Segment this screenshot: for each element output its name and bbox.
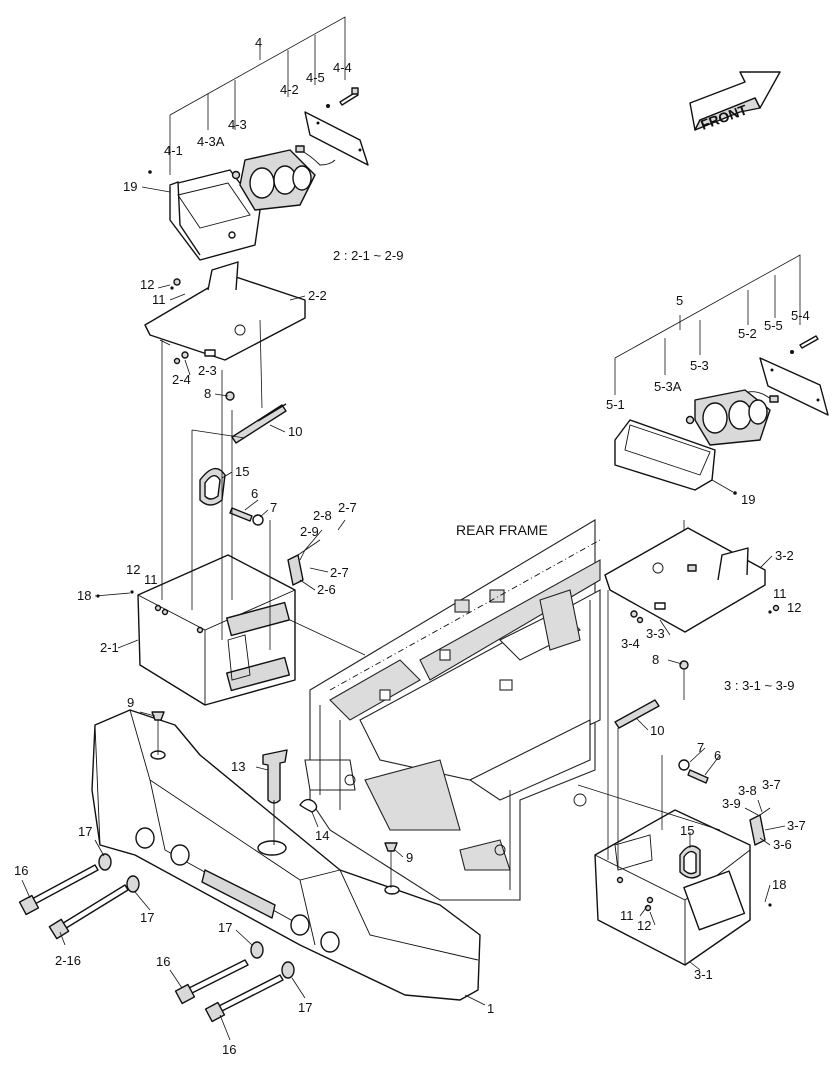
label-9-b: 9 [406,850,413,865]
label-5-2: 5-2 [738,326,757,341]
label-4-5: 4-5 [306,70,325,85]
label-2-3: 2-3 [198,363,217,378]
label-10: 10 [288,424,302,439]
front-arrow-icon: FRONT [689,71,781,133]
bracket-right-top [604,527,780,670]
label-7-b: 7 [697,740,704,755]
battery-box-right [594,807,772,966]
label-7: 7 [270,500,277,515]
label-12-b: 12 [126,562,140,577]
label-12: 12 [140,277,154,292]
label-18: 18 [77,588,91,603]
label-4-1: 4-1 [164,143,183,158]
bolts-16 [18,864,284,1023]
label-4: 4 [255,35,262,50]
bolt-9-top [151,711,165,721]
label-11-d: 11 [620,908,634,923]
grommet-left [199,467,226,506]
label-6: 6 [251,486,258,501]
label-2-2: 2-2 [308,288,327,303]
label-leaders [21,186,786,1041]
label-5-3: 5-3 [690,358,709,373]
label-2-7-top: 2-7 [338,500,357,515]
label-5-3a: 5-3A [654,379,682,394]
label-19-b: 19 [741,492,755,507]
washer-7-left [252,514,264,526]
label-13: 13 [231,759,245,774]
label-18-b: 18 [772,877,786,892]
label-16-c: 16 [222,1042,236,1057]
label-5: 5 [676,293,683,308]
label-14: 14 [315,828,329,843]
label-3-9: 3-9 [722,796,741,811]
label-16: 16 [14,863,28,878]
label-4-3a: 4-3A [197,134,225,149]
label-4-4: 4-4 [333,60,352,75]
label-17-d: 17 [298,1000,312,1015]
label-2-8: 2-8 [313,508,332,523]
label-8: 8 [204,386,211,401]
label-5-5: 5-5 [764,318,783,333]
label-rear-frame: REAR FRAME [456,522,548,538]
label-2-4: 2-4 [172,372,191,387]
label-3-6: 3-6 [773,837,792,852]
washers-17 [98,853,295,979]
label-15-b: 15 [680,823,694,838]
label-5-1: 5-1 [606,397,625,412]
bolt-9-bottom [384,842,398,852]
label-range-3: 3 : 3-1 ~ 3-9 [724,678,794,693]
label-15: 15 [235,464,249,479]
label-17: 17 [78,824,92,839]
label-2-7: 2-7 [330,565,349,580]
label-1: 1 [487,1001,494,1016]
label-3-7: 3-7 [787,818,806,833]
label-11: 11 [152,292,166,307]
bumper [91,709,481,1001]
screw-6-left [229,507,253,522]
label-2-1: 2-1 [100,640,119,655]
label-2-9: 2-9 [300,524,319,539]
label-3-1: 3-1 [694,967,713,982]
label-3-8: 3-8 [738,783,757,798]
label-6-b: 6 [714,748,721,763]
lamp-assembly-left [148,16,369,261]
label-11-b: 11 [144,572,158,587]
label-11-c: 11 [773,586,787,601]
battery-box-left [96,539,321,706]
callout-labels: 4 4-1 4-2 4-3 4-3A 4-4 4-5 19 2 : 2-1 ~ … [14,35,810,1057]
label-16-b: 16 [156,954,170,969]
clip-14 [299,798,318,813]
gas-strut-right [614,699,660,729]
label-2-16: 2-16 [55,953,81,968]
bracket-left-top [144,261,306,401]
label-5-4: 5-4 [791,308,810,323]
label-12-c: 12 [787,600,801,615]
label-8-b: 8 [652,652,659,667]
label-range-2: 2 : 2-1 ~ 2-9 [333,248,403,263]
label-17-c: 17 [218,920,232,935]
label-12-d: 12 [637,918,651,933]
label-4-2: 4-2 [280,82,299,97]
gas-strut-left [231,403,287,444]
tow-pin [262,749,288,845]
washer-7-right [678,759,690,771]
lamp-assembly-right [614,254,829,495]
label-3-7-top: 3-7 [762,777,781,792]
label-2-6: 2-6 [317,582,336,597]
rear-frame [304,519,601,901]
label-10-b: 10 [650,723,664,738]
label-3-2: 3-2 [775,548,794,563]
label-3-3: 3-3 [646,626,665,641]
label-9: 9 [127,695,134,710]
label-17-b: 17 [140,910,154,925]
label-19: 19 [123,179,137,194]
screw-6-right [687,769,709,784]
label-3-4: 3-4 [621,636,640,651]
label-4-3: 4-3 [228,117,247,132]
